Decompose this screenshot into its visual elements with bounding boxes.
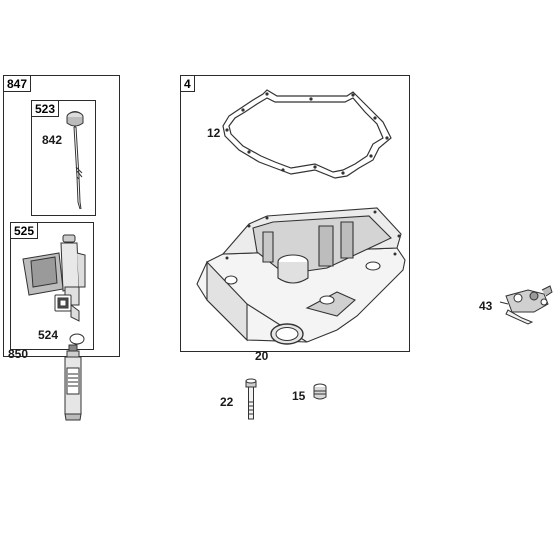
kit-847-box: 847 523 525 [3, 75, 120, 357]
kit-523-box: 523 [31, 100, 96, 216]
oil-sump-icon[interactable] [187, 204, 409, 344]
kit-4-box: 4 12 [180, 75, 410, 363]
label-20: 20 [255, 349, 269, 363]
o-ring-icon [69, 333, 85, 345]
label-15: 15 [292, 389, 306, 403]
label-524: 524 [38, 328, 59, 342]
kit-847-tag: 847 [3, 75, 32, 92]
kit-525-box: 525 [10, 222, 94, 350]
label-842: 842 [42, 133, 63, 147]
oil-seal-icon[interactable] [269, 322, 305, 346]
dipstick-icon[interactable] [54, 107, 99, 215]
sealant-tube-icon[interactable] [62, 344, 84, 422]
gasket-icon[interactable] [219, 86, 399, 186]
kit-525-tag: 525 [10, 222, 39, 239]
label-43: 43 [479, 299, 493, 313]
oil-fill-tube-icon[interactable] [19, 231, 89, 321]
governor-bracket-icon[interactable] [498, 282, 556, 326]
drain-plug-icon[interactable] [312, 383, 328, 401]
label-22: 22 [220, 395, 234, 409]
bolt-icon[interactable] [244, 378, 258, 422]
label-12: 12 [207, 126, 221, 140]
kit-523-tag: 523 [31, 100, 60, 117]
label-850: 850 [8, 347, 29, 361]
kit-4-tag: 4 [180, 75, 195, 92]
